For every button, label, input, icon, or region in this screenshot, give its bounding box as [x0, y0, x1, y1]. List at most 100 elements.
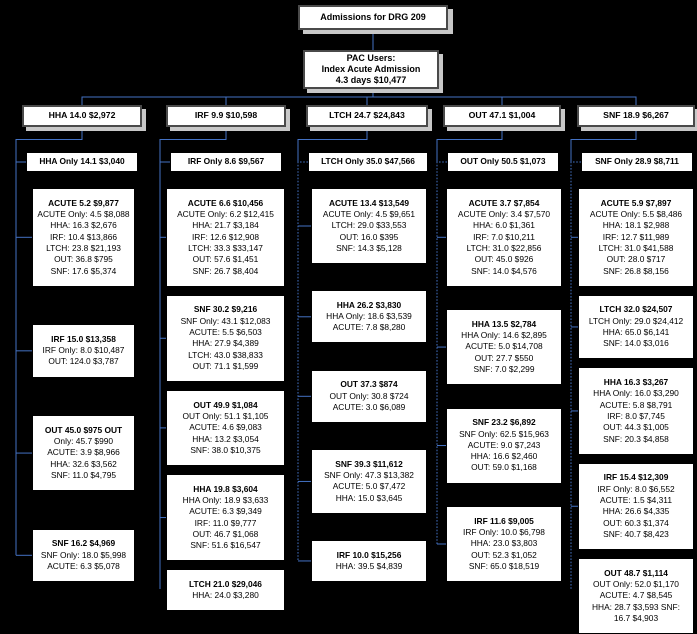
detail-box-line: ACUTE: 3.9 $8,966	[47, 447, 120, 458]
detail-box-line: Only: 45.7 $990	[53, 436, 114, 447]
detail-box-line: OUT: 60.3 $1,374	[603, 517, 669, 528]
detail-box-line: OUT: 46.7 $1,068	[192, 528, 259, 539]
detail-box-line: SNF: 26.8 $8,156	[603, 265, 669, 276]
column-header-hha[interactable]: HHA 14.0 $2,972	[22, 105, 142, 127]
detail-box-line: HHA: 16.3 $2,676	[50, 220, 117, 231]
detail-box-title: IRF 11.6 $9,005	[474, 515, 534, 526]
column-header-snf[interactable]: SNF 18.9 $6,267	[577, 105, 695, 127]
detail-box-line: HHA: 21.7 $3,184	[192, 220, 259, 231]
column-header-label-irf: IRF 9.9 $10,598	[194, 110, 258, 121]
detail-box-line: OUT: 45.0 $926	[474, 254, 534, 265]
only-box-irf[interactable]: IRF Only 8.6 $9,567	[170, 152, 282, 172]
only-box-label-snf: SNF Only 28.9 $8,711	[595, 156, 679, 167]
only-box-label-ltch: LTCH Only 35.0 $47,566	[321, 156, 415, 167]
detail-box-line: HHA: 15.0 $3,645	[335, 492, 403, 503]
detail-box-line: SNF: 17.6 $5,374	[50, 265, 117, 276]
detail-box-line: HHA: 13.2 $3,054	[192, 433, 259, 444]
detail-box-line: ACUTE: 5.0 $14,708	[465, 341, 543, 352]
detail-box-line: OUT Only: 30.8 $724	[329, 390, 409, 401]
detail-box-title: LTCH 32.0 $24,507	[599, 304, 673, 315]
detail-box-line: SNF: 14.0 $4,576	[471, 265, 537, 276]
only-box-label-out: OUT Only 50.5 $1,073	[460, 156, 546, 167]
detail-box-line: OUT: 36.8 $795	[54, 254, 113, 265]
detail-box-line: HHA: 16.6 $2,460	[470, 451, 538, 462]
only-box-ltch[interactable]: LTCH Only 35.0 $47,566	[308, 152, 428, 172]
detail-box-line: SNF: 51.6 $16,547	[190, 540, 261, 551]
detail-box-line: SNF: 14.0 $3,016	[603, 338, 669, 349]
detail-box-title: OUT 48.7 $1,114	[604, 567, 668, 578]
detail-box-line: OUT: 52.3 $1,052	[471, 549, 537, 560]
detail-box-line: SNF: 26.7 $8,404	[192, 265, 259, 276]
detail-box-line: LTCH: 43.0 $38,833	[188, 349, 263, 360]
detail-box-line: 16.7 $4,903	[613, 612, 659, 623]
detail-box-title: ACUTE 13.4 $13,549	[328, 197, 410, 208]
detail-box-title: SNF 39.3 $11,612	[335, 458, 403, 469]
detail-box-line: OUT: 71.1 $1,599	[192, 360, 259, 371]
column-header-ltch[interactable]: LTCH 24.7 $24,843	[306, 105, 428, 127]
detail-box-line: LTCH: 33.3 $33,147	[188, 242, 263, 253]
detail-box-title: ACUTE 3.7 $7,854	[468, 197, 540, 208]
detail-box-line: LTCH: 29.0 $33,553	[331, 220, 407, 231]
detail-box-line: IRF: 11.0 $9,777	[194, 517, 257, 528]
detail-box-line: SNF: 7.0 $2,299	[473, 364, 535, 374]
only-box-out[interactable]: OUT Only 50.5 $1,073	[447, 152, 559, 172]
detail-box-line: SNF: 20.3 $4,858	[603, 433, 669, 444]
detail-box-line: ACUTE: 5.0 $7,472	[332, 481, 406, 492]
detail-box-line: LTCH: 23.8 $21,193	[46, 242, 121, 253]
detail-box-line: ACUTE Only: 4.5 $9,651	[322, 209, 416, 220]
detail-box-line: ACUTE: 9.0 $7,243	[467, 439, 541, 450]
detail-box-line: LTCH Only: 29.0 $24,412	[588, 315, 684, 326]
column-header-irf[interactable]: IRF 9.9 $10,598	[166, 105, 286, 127]
root-title-text: Admissions for DRG 209	[320, 11, 426, 22]
detail-box-line: SNF Only: 18.0 $5,998	[40, 549, 127, 560]
detail-box-line: HHA: 27.9 $4,389	[192, 338, 259, 349]
detail-box-line: ACUTE: 4.7 $8,545	[599, 590, 673, 601]
only-box-snf[interactable]: SNF Only 28.9 $8,711	[581, 152, 693, 172]
detail-box-line: ACUTE: 1.5 $4,311	[599, 494, 672, 505]
detail-box-line: IRF Only: 10.0 $6,798	[463, 527, 545, 538]
detail-box-line: ACUTE: 5.5 $6,503	[189, 326, 262, 337]
detail-box-line: SNF: 38.0 $10,375	[190, 444, 261, 455]
pac-line-1: PAC Users:	[346, 52, 396, 63]
detail-box-title: ACUTE 5.2 $9,877	[48, 197, 119, 208]
detail-box-title: HHA 26.2 $3,830	[336, 299, 402, 310]
detail-box-line: LTCH: 31.0 $22,856	[466, 242, 542, 253]
detail-box-line: OUT Only: 51.1 $1,105	[182, 410, 269, 421]
only-box-hha[interactable]: HHA Only 14.1 $3,040	[26, 152, 138, 172]
detail-box-line: LTCH: 31.0 $41,588	[598, 242, 674, 253]
detail-box-line: HHA: 39.5 $4,839	[335, 560, 403, 571]
detail-box-line: SNF: 11.0 $4,795	[50, 470, 117, 480]
root-title-box: Admissions for DRG 209	[298, 5, 448, 30]
detail-box-line: ACUTE: 6.3 $9,349	[189, 506, 262, 517]
pac-line-2: Index Acute Admission	[321, 63, 421, 74]
detail-box-title: SNF 16.2 $4,969	[51, 538, 116, 549]
detail-box-line: IRF: 8.0 $7,745	[607, 410, 665, 421]
column-header-out[interactable]: OUT 47.1 $1,004	[443, 105, 561, 127]
only-box-label-irf: IRF Only 8.6 $9,567	[187, 156, 265, 167]
detail-box-line: IRF Only: 8.0 $10,487	[42, 345, 125, 356]
detail-box-line: HHA: 24.0 $3,280	[192, 590, 259, 601]
